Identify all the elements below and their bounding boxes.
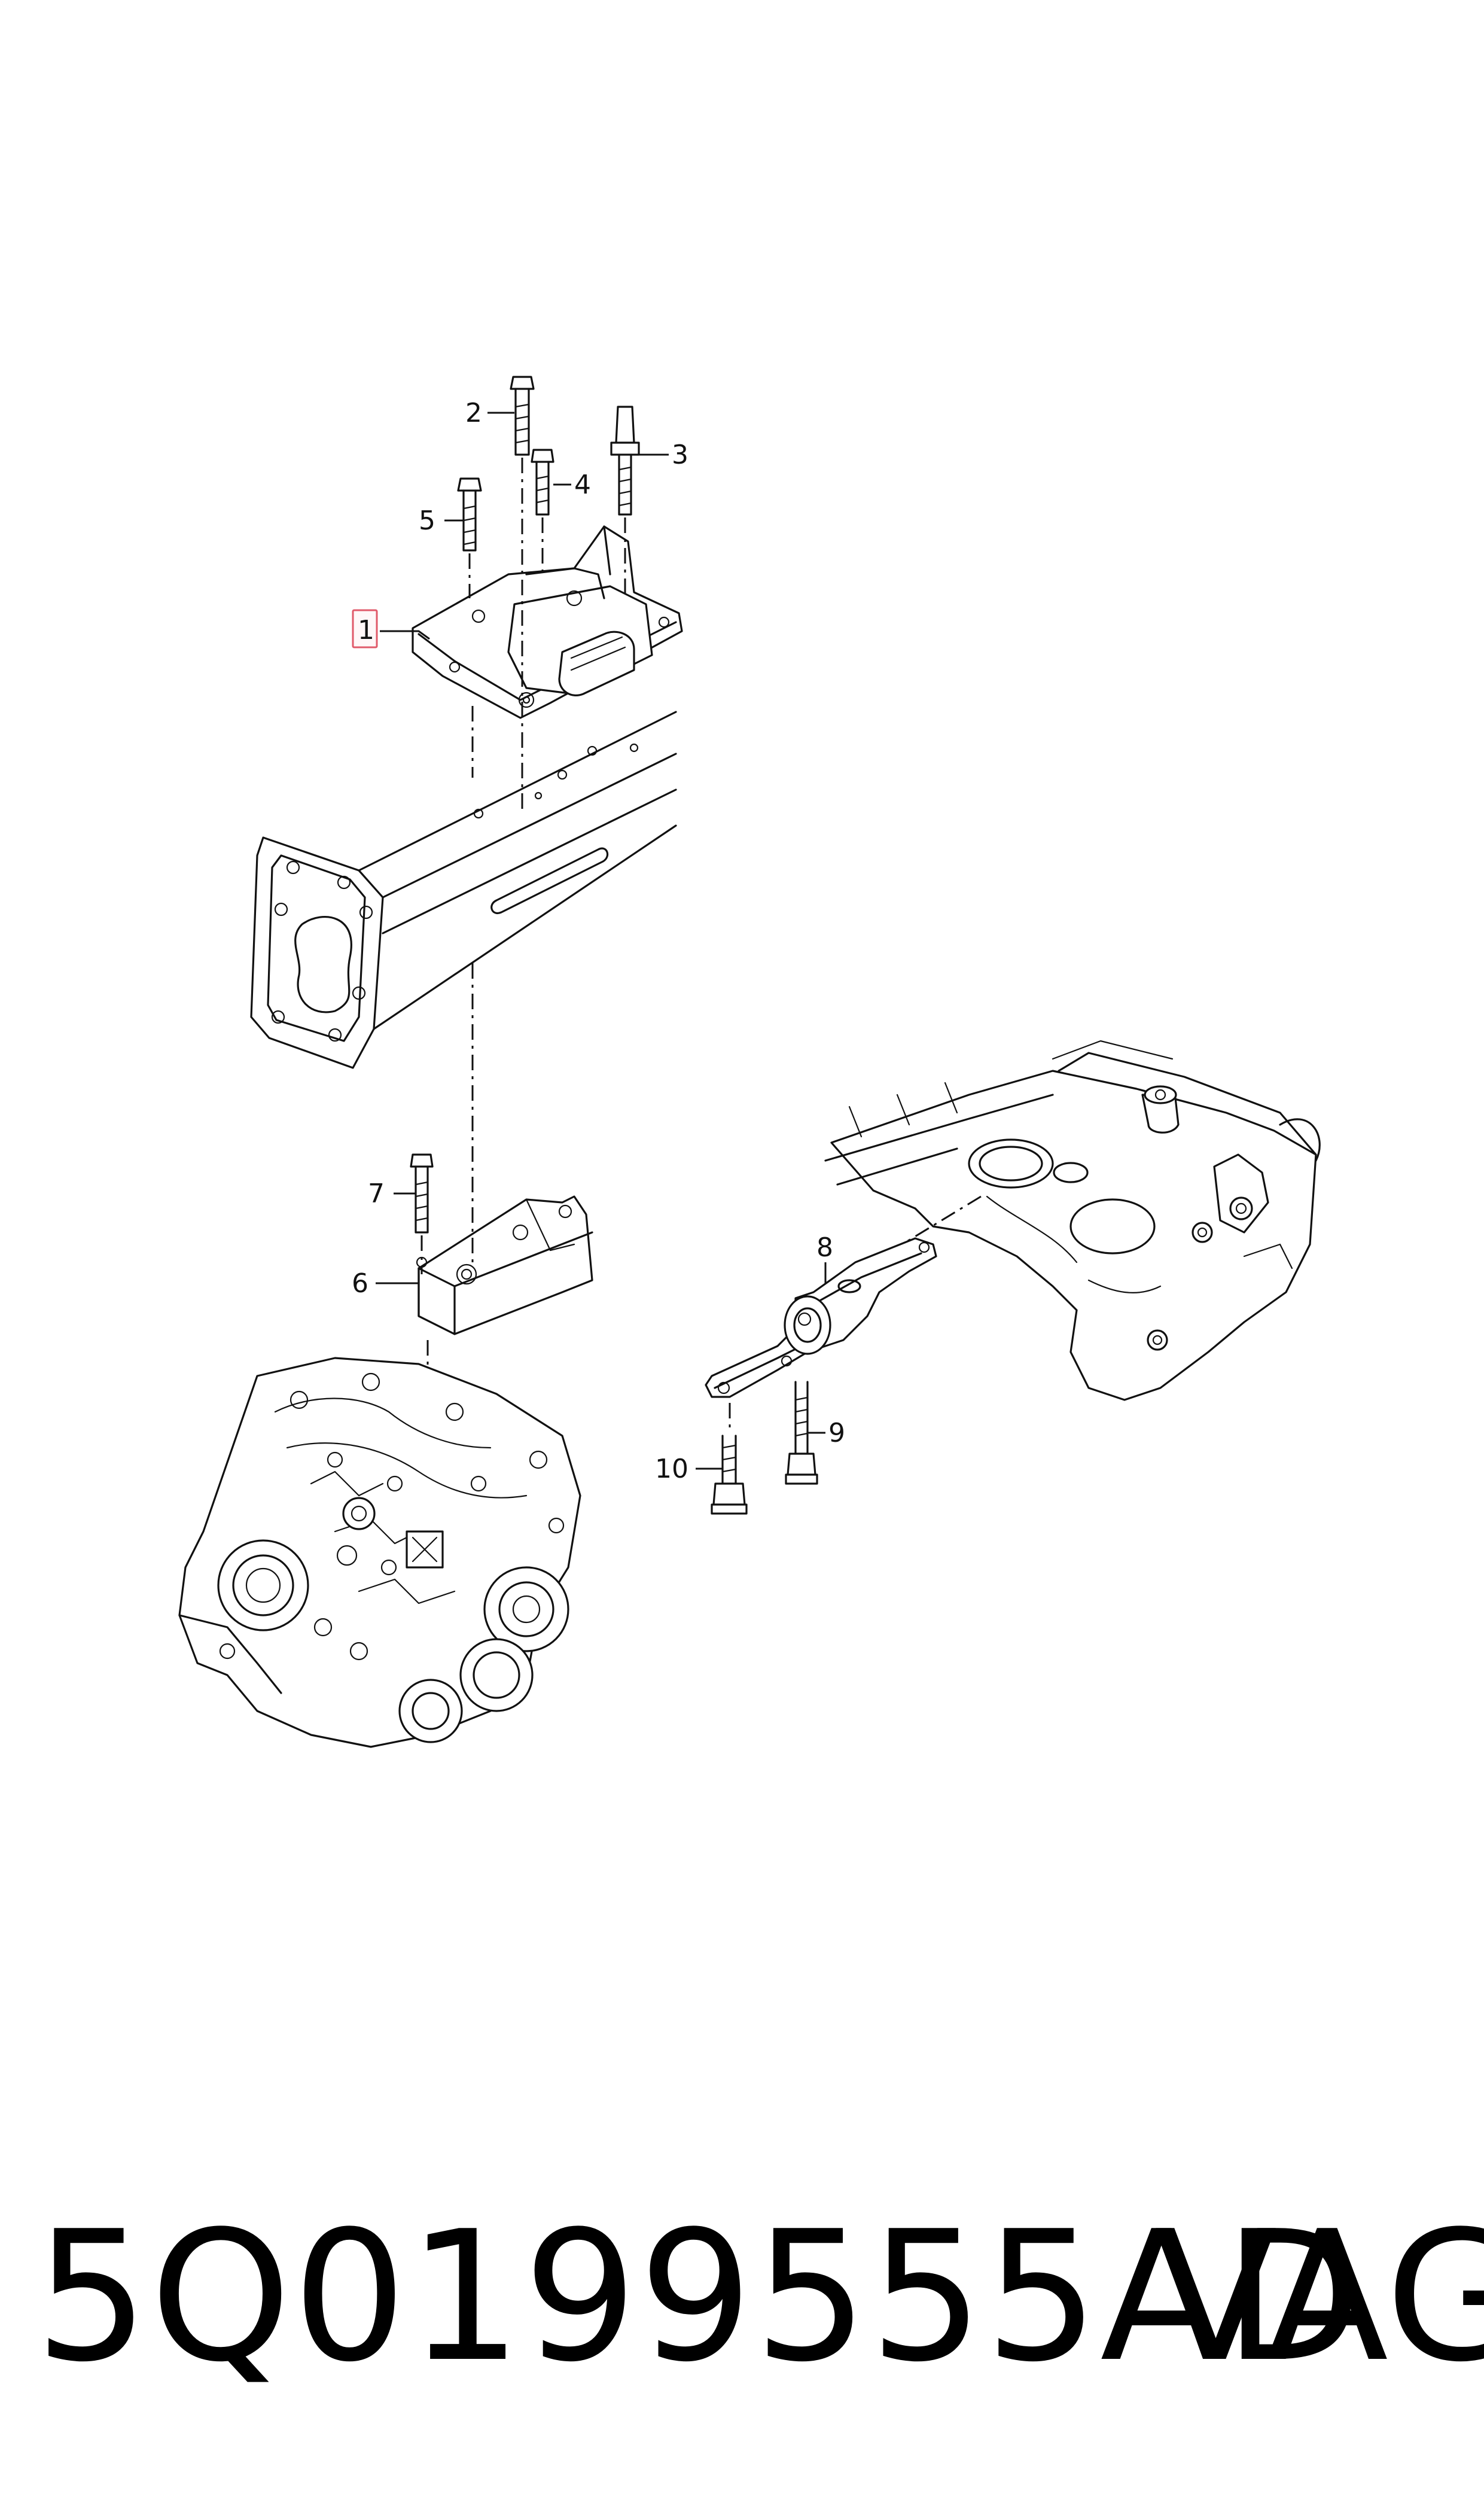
gearbox-mount-upper xyxy=(412,525,683,719)
callout-5: 5 xyxy=(419,506,435,536)
callout-labels: 1 2 3 4 5 6 7 8 9 10 xyxy=(352,398,845,1484)
brand-label: VAG xyxy=(1154,2193,1484,2401)
gearbox-housing xyxy=(178,1357,581,1748)
callout-9: 9 xyxy=(828,1418,845,1448)
callout-3: 3 xyxy=(672,440,688,470)
callout-1-highlight xyxy=(352,609,378,648)
gearbox-bracket-lower xyxy=(416,1195,593,1335)
bolt-7 xyxy=(410,1153,434,1274)
callout-6: 6 xyxy=(352,1268,368,1299)
callout-1: 1 xyxy=(358,615,374,646)
frame-rail xyxy=(250,711,677,1069)
bolt-4 xyxy=(531,449,554,574)
subframe xyxy=(824,1040,1321,1401)
bolt-10 xyxy=(711,1403,748,1515)
callout-7: 7 xyxy=(368,1179,385,1209)
callout-8: 8 xyxy=(816,1232,833,1263)
callout-4: 4 xyxy=(574,470,591,500)
bolt-9 xyxy=(785,1381,818,1485)
callout-2: 2 xyxy=(465,398,482,428)
part-number: 5Q0199555AD xyxy=(35,2193,1364,2401)
bolt-5 xyxy=(457,477,482,598)
bolt-2 xyxy=(510,376,535,814)
callout-10: 10 xyxy=(655,1454,688,1484)
torque-rod xyxy=(705,1237,937,1398)
callout-leaders xyxy=(376,412,827,1470)
